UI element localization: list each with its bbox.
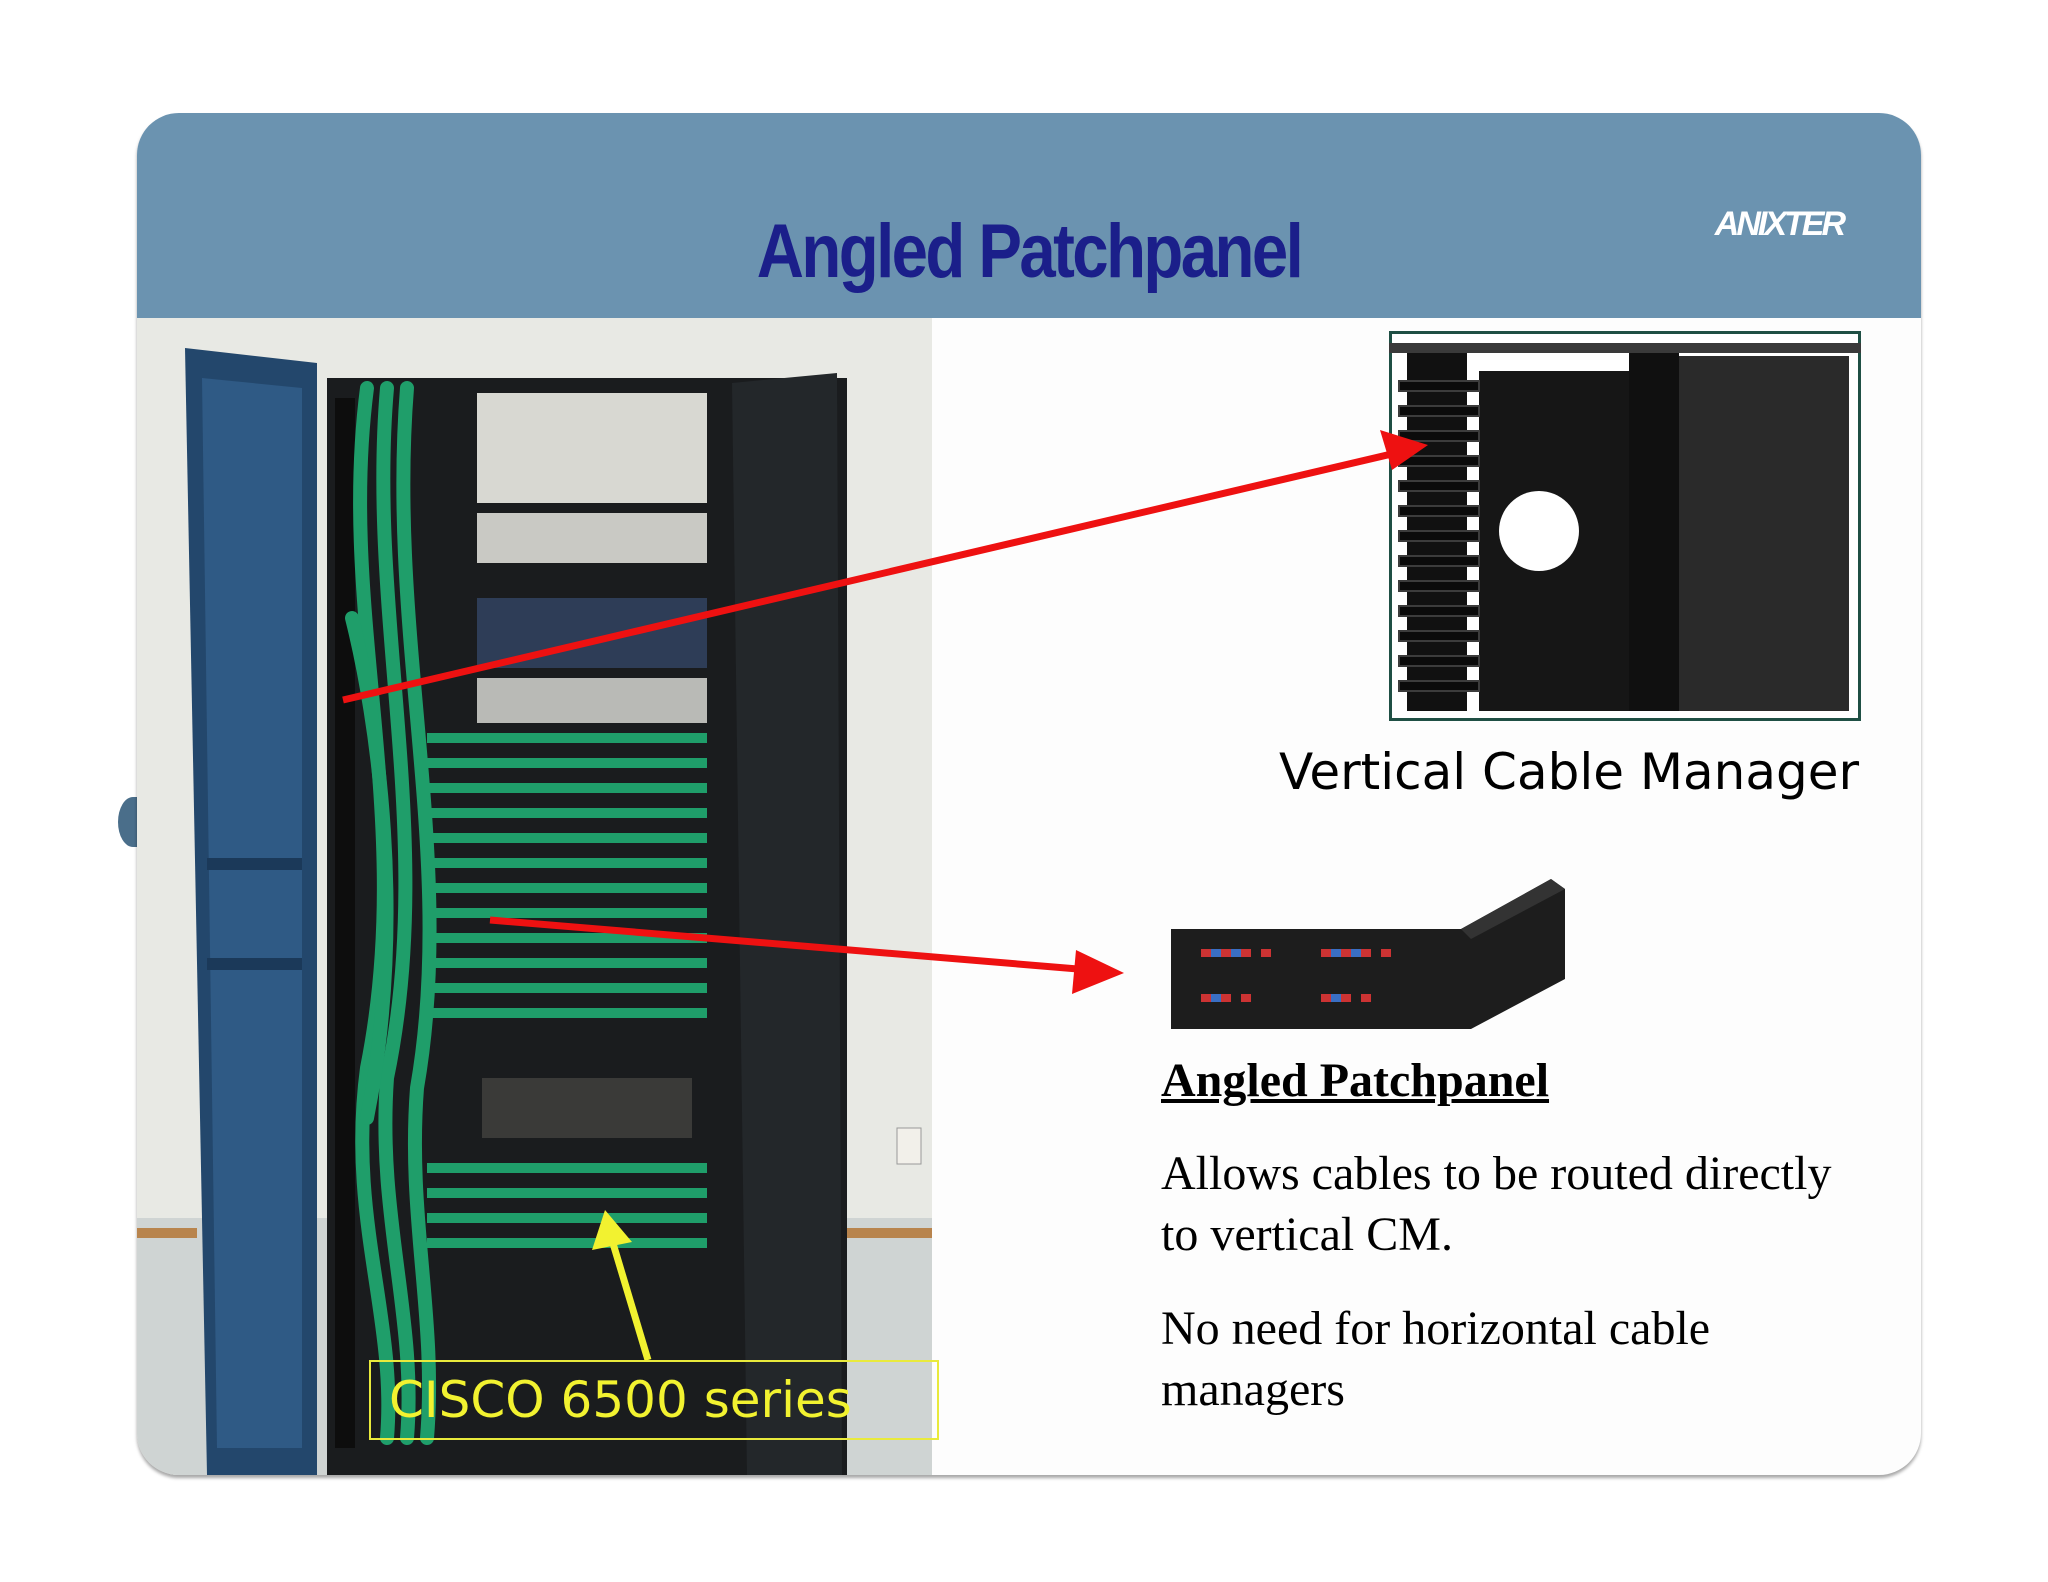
angled-patchpanel-heading: Angled Patchpanel <box>1161 1054 1550 1107</box>
anixter-logo: ANIXTER <box>1714 205 1846 243</box>
cisco-6500-label: CISCO 6500 series <box>369 1360 939 1440</box>
panel-description-1: Allows cables to be routed directly to v… <box>1161 1147 1832 1261</box>
vertical-cable-manager-caption: Vertical Cable Manager <box>1279 743 1860 801</box>
slide-title: Angled Patchpanel <box>756 209 1304 294</box>
vertical-cable-manager-photo <box>1389 331 1861 721</box>
rack-photo <box>137 318 932 1475</box>
slide: Angled Patchpanel ANIXTER <box>137 113 1921 1475</box>
slide-header: Angled Patchpanel ANIXTER <box>137 113 1921 318</box>
angled-patchpanel-photo <box>1171 879 1565 1029</box>
panel-description-2: No need for horizontal cable managers <box>1161 1302 1711 1416</box>
